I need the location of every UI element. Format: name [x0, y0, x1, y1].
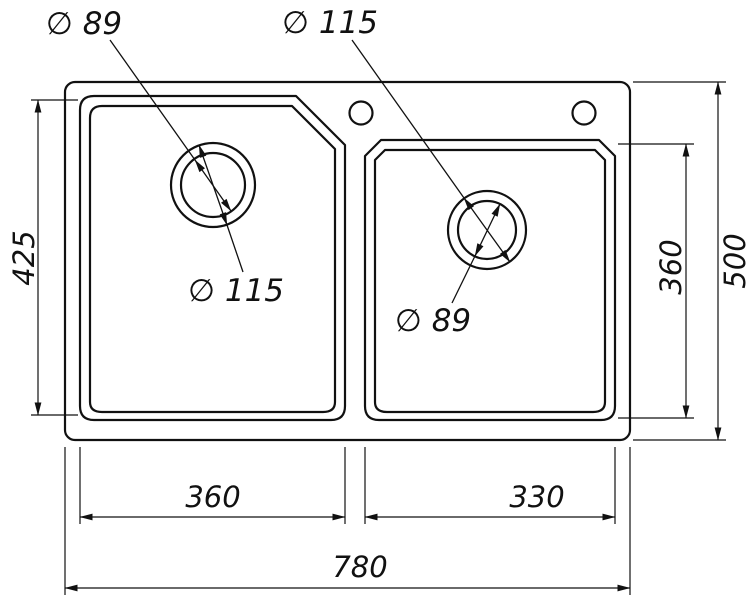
label-overall-depth: 500: [718, 233, 751, 288]
dim-left-bowl-width: [79, 447, 346, 524]
right-drain-flange-circle: [446, 189, 528, 271]
dim-left-bowl-depth: [31, 99, 78, 416]
leader-line: [226, 224, 244, 273]
right-bowl-outer-edge: [363, 138, 617, 422]
leader-line: [351, 39, 465, 199]
leader-right-drain-hole: [451, 203, 501, 304]
diameter-line: [474, 203, 501, 257]
left-bowl-outer-edge: [78, 94, 347, 422]
right-faucet-hole: [571, 100, 597, 126]
leader-left-drain-flange: [198, 144, 244, 273]
label-left-bowl-width: 360: [185, 480, 240, 514]
label-right-drain-hole-diameter: ∅ 89: [395, 303, 471, 339]
left-bowl-inner-edge: [88, 104, 337, 414]
label-left-drain-hole-diameter: ∅ 89: [46, 6, 122, 42]
leader-line: [451, 255, 476, 304]
dimension-lines: [31, 81, 726, 595]
center-faucet-hole: [348, 100, 374, 126]
dimension-labels: ∅ 89 ∅ 115 ∅ 115 ∅ 89 425 500 360 360 33…: [7, 5, 751, 584]
leader-line: [109, 39, 196, 161]
label-left-bowl-depth: 425: [7, 230, 41, 285]
diameter-line: [198, 144, 228, 226]
dim-overall-depth: [633, 81, 726, 441]
label-left-drain-flange-diameter: ∅ 115: [188, 273, 284, 309]
diameter-leaders: [109, 39, 511, 304]
dim-right-bowl-width: [364, 447, 616, 524]
right-bowl-inner-edge: [373, 148, 607, 414]
label-right-bowl-width: 330: [509, 480, 564, 514]
label-right-drain-flange-diameter: ∅ 115: [282, 5, 378, 41]
dim-right-bowl-depth: [618, 143, 694, 419]
label-right-bowl-depth: 360: [654, 239, 688, 294]
sink-outer-rim: [63, 80, 632, 442]
dim-overall-width: [64, 447, 631, 595]
left-drain-flange-circle: [169, 141, 257, 229]
label-overall-width: 780: [332, 550, 387, 584]
sink-body: [63, 80, 632, 442]
